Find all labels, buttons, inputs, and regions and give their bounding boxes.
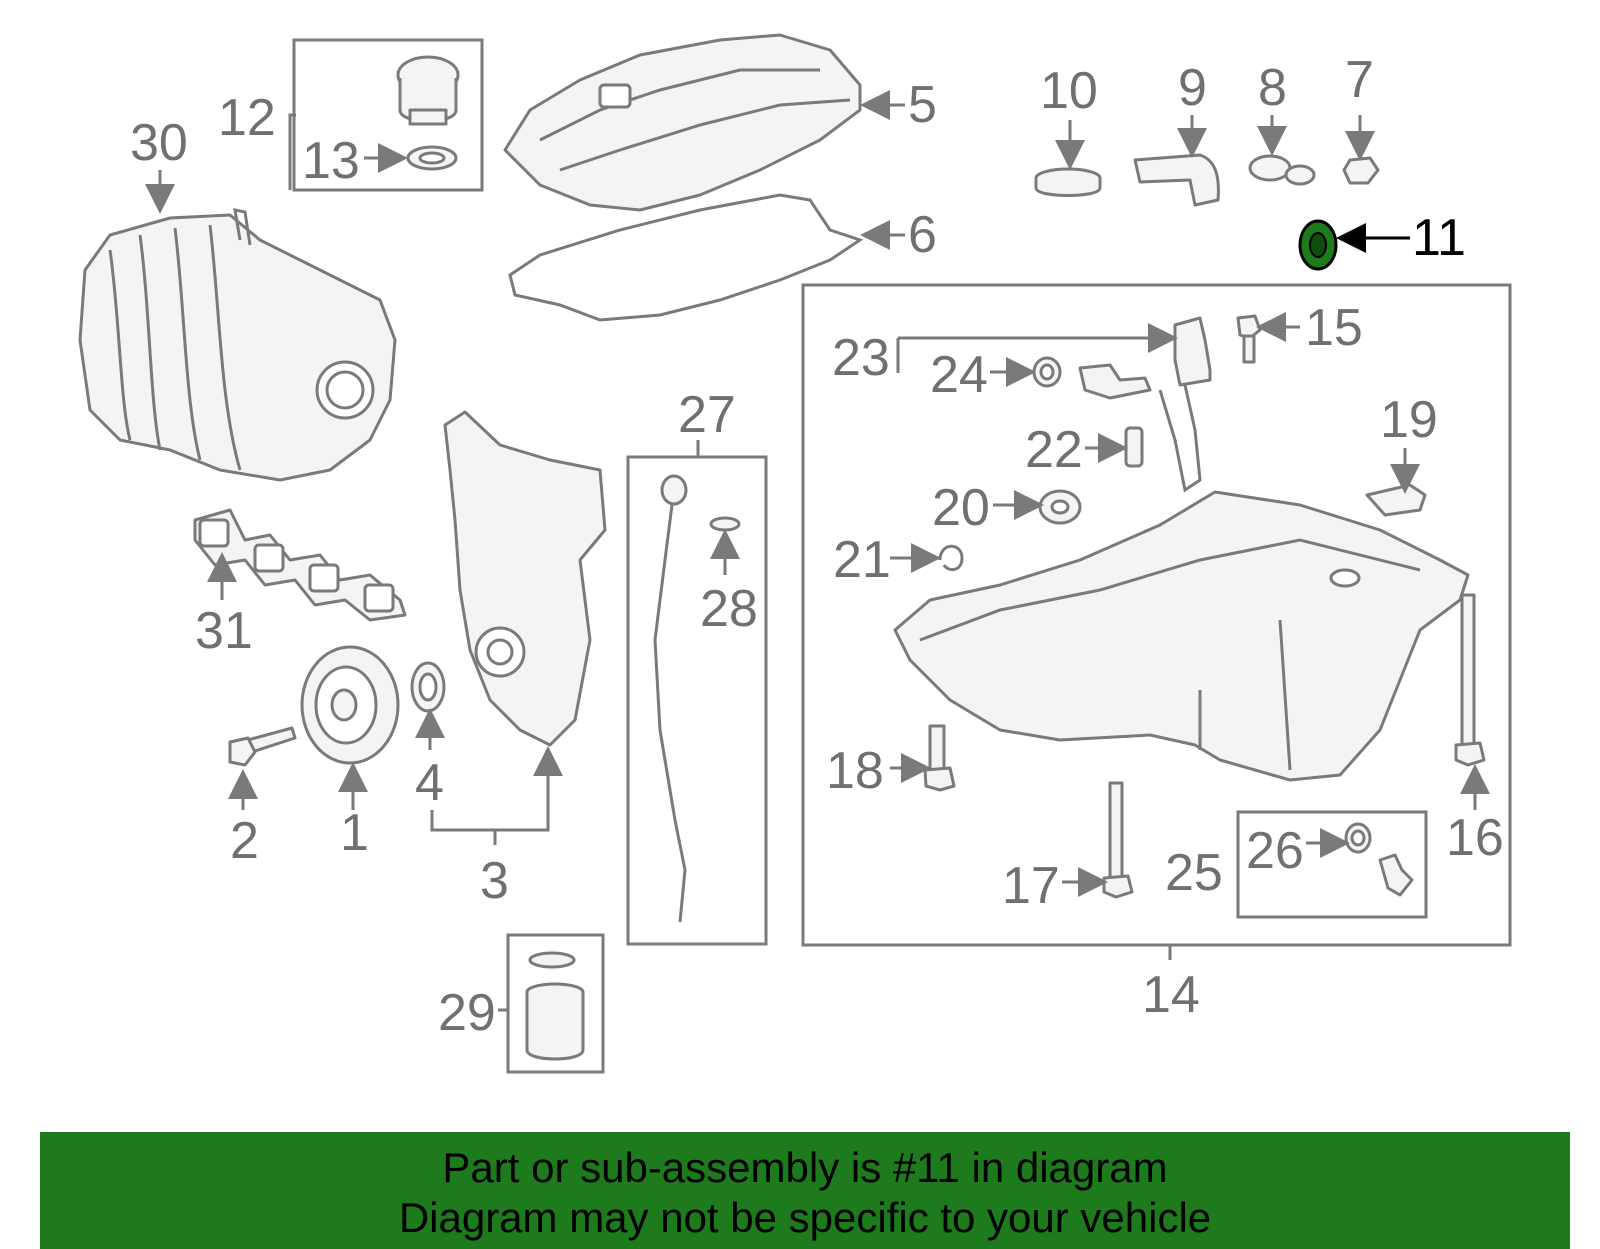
oil-plug-10 — [1034, 167, 1102, 197]
dipstick-seal — [709, 516, 741, 532]
valve-cover — [503, 33, 862, 212]
callout-12: 12 — [218, 89, 276, 147]
o-ring-24 — [1032, 356, 1062, 388]
banner-line-2: Diagram may not be specific to your vehi… — [398, 1194, 1212, 1241]
seal-8 — [1248, 154, 1316, 186]
callout-5: 5 — [908, 76, 937, 134]
intake-gasket — [193, 508, 407, 622]
callout-3: 3 — [480, 852, 509, 910]
callout-17: 17 — [1002, 857, 1060, 915]
callout-14: 14 — [1142, 966, 1200, 1024]
dipstick — [653, 474, 688, 923]
callout-8: 8 — [1258, 59, 1287, 117]
bolt-15 — [1236, 314, 1262, 364]
callout-27: 27 — [678, 386, 736, 444]
info-banner: Part or sub-assembly is #11 in diagram D… — [40, 1132, 1570, 1249]
pulley-bolt — [228, 726, 297, 767]
grommet-20 — [1038, 489, 1082, 525]
valve-cover-gasket — [508, 193, 864, 322]
callout-30: 30 — [130, 114, 188, 172]
bolt-17 — [1102, 781, 1134, 899]
callout-28: 28 — [700, 580, 758, 638]
oil-pump-solenoid — [1078, 316, 1212, 493]
bolt-18 — [923, 724, 956, 792]
pcv-hose-9 — [1133, 153, 1220, 207]
oil-pan — [893, 490, 1470, 782]
callout-22: 22 — [1025, 421, 1083, 479]
drain-plug — [1378, 853, 1414, 897]
callout-21: 21 — [833, 531, 891, 589]
intake-manifold — [78, 208, 397, 482]
callout-1: 1 — [340, 804, 369, 862]
callout-10: 10 — [1040, 62, 1098, 120]
drain-plug-washer — [1344, 822, 1372, 854]
callout-25: 25 — [1165, 844, 1223, 902]
callout-26: 26 — [1246, 822, 1304, 880]
oil-filter — [525, 951, 585, 1061]
bolt-16 — [1454, 593, 1486, 767]
drain-plug-box — [1236, 810, 1428, 919]
callout-15: 15 — [1305, 299, 1363, 357]
callout-23: 23 — [832, 329, 890, 387]
nut-7 — [1342, 156, 1380, 185]
callout-4: 4 — [415, 754, 444, 812]
clip-21 — [938, 544, 964, 572]
callout-31: 31 — [195, 602, 253, 660]
oil-pan-box — [801, 283, 1512, 947]
callout-16: 16 — [1446, 809, 1504, 867]
callout-20: 20 — [932, 479, 990, 537]
callout-2: 2 — [230, 812, 259, 870]
callout-18: 18 — [826, 742, 884, 800]
callout-29: 29 — [438, 984, 496, 1042]
callout-19: 19 — [1380, 391, 1438, 449]
dowel-22 — [1124, 426, 1144, 468]
oil-cap-seal — [406, 145, 458, 171]
leader-lines — [145, 90, 1490, 1012]
callout-9: 9 — [1178, 59, 1207, 117]
callout-labels: 30 12 13 5 6 10 9 8 7 11 15 23 24 22 19 … — [130, 51, 1504, 1042]
dipstick-box — [626, 455, 768, 946]
highlighted-seal-11 — [1298, 219, 1338, 271]
callout-24: 24 — [930, 346, 988, 404]
callout-13: 13 — [302, 132, 360, 190]
callout-6: 6 — [908, 206, 937, 264]
callout-7: 7 — [1345, 51, 1374, 109]
timing-cover — [443, 410, 607, 747]
callout-11: 11 — [1412, 209, 1466, 267]
crank-seal — [410, 661, 446, 713]
banner-line-1: Part or sub-assembly is #11 in diagram — [442, 1144, 1168, 1191]
oil-filler-cap — [396, 55, 460, 126]
oil-filter-box — [506, 933, 605, 1074]
crank-pulley — [300, 645, 400, 765]
gasket-19 — [1365, 483, 1427, 517]
